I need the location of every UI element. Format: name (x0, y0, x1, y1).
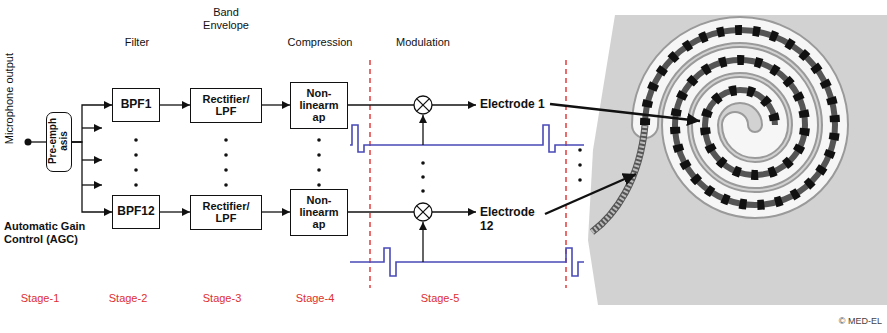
ellipsis-dots (317, 138, 321, 142)
signal-wire (432, 104, 476, 105)
ellipsis-dots (134, 138, 138, 142)
signal-wire (348, 211, 414, 212)
channel-branch (82, 159, 102, 160)
box-text: Non- linearm ap (294, 194, 344, 231)
pulse-train (350, 248, 584, 276)
input-wire (28, 141, 46, 142)
ellipsis-dots (134, 153, 138, 157)
stage-label: Stage-5 (410, 292, 470, 305)
bone-ground (588, 15, 887, 305)
ellipsis-dots (578, 148, 582, 152)
signal-wire (348, 104, 414, 105)
signal-arrow (262, 104, 290, 105)
signal-wire (432, 211, 476, 212)
multiplier-symbol (414, 96, 432, 221)
channel-branch (82, 184, 102, 185)
filter-box: BPF12 (112, 195, 160, 229)
multiplier-symbol (414, 203, 432, 221)
signal-wire (348, 105, 476, 212)
compression-box: Non- linearm ap (290, 189, 348, 236)
signal-arrow (160, 104, 190, 105)
filter-box: BPF1 (112, 88, 160, 122)
multiplier-symbol (417, 206, 430, 219)
ellipsis-dots (317, 153, 321, 157)
column-heading: Filter (107, 36, 167, 49)
box-text: BPF1 (121, 98, 152, 111)
stage-label: Stage-3 (192, 292, 252, 305)
signal-arrow (262, 211, 290, 212)
ellipsis-dots (317, 183, 321, 187)
stage-label: Stage-2 (98, 292, 158, 305)
stage-separator (370, 60, 566, 288)
leader-arrow (545, 104, 700, 214)
ellipsis-dots (224, 168, 228, 172)
signal-arrow (160, 211, 190, 212)
pre-emphasis-box: Pre-emph asis (46, 112, 72, 172)
leader-arrow (550, 104, 700, 121)
column-heading: Compression (275, 36, 365, 49)
box-text: Rectifier/ LPF (194, 200, 258, 225)
box-text: Pre-emph asis (47, 116, 69, 166)
column-heading: Modulation (378, 36, 468, 49)
stage-separator (369, 60, 370, 288)
ellipsis-dots (421, 189, 425, 193)
ellipsis-dots (224, 153, 228, 157)
ellipsis-dots (317, 168, 321, 172)
box-text: BPF12 (117, 205, 154, 218)
carrier-input (422, 115, 423, 262)
electrode-lead (592, 125, 645, 232)
ellipsis-dots (224, 138, 228, 142)
carrier-input (422, 115, 423, 145)
pulse-train (350, 125, 584, 276)
signal-label: Microphone output (3, 43, 16, 153)
ellipsis-dots (578, 178, 582, 182)
copyright-note: © MED-EL (816, 316, 882, 327)
ellipsis-dots (134, 168, 138, 172)
leader-arrow (545, 174, 636, 214)
ellipsis-dots (421, 161, 425, 165)
electrode-label: Electrode 12 (480, 205, 542, 234)
channel-branch (82, 128, 102, 185)
multiplier-symbol (417, 99, 430, 112)
multiplier-symbol (417, 99, 430, 112)
multiplier-symbol (417, 206, 430, 219)
carrier-input (422, 222, 423, 262)
signal-arrow (72, 142, 112, 212)
pulse-train (350, 125, 584, 152)
block-label: Automatic Gain Control (AGC) (4, 220, 114, 246)
column-heading: Band Envelope (196, 6, 256, 32)
channel-branch (82, 127, 102, 128)
ellipsis-dots (134, 183, 138, 187)
envelope-box: Rectifier/ LPF (190, 195, 262, 230)
signal-arrow (72, 105, 112, 142)
cochlea-illustration (588, 15, 887, 305)
envelope-box: Rectifier/ LPF (190, 88, 262, 123)
compression-box: Non- linearm ap (290, 82, 348, 129)
ellipsis-dots (224, 183, 228, 187)
electrode-lead-braid (592, 125, 645, 232)
multiplier-symbol (414, 96, 432, 114)
electrode-label: Electrode 1 (480, 97, 550, 111)
ellipsis-dots (421, 175, 425, 179)
box-text: Rectifier/ LPF (194, 93, 258, 118)
ellipsis-dots (578, 163, 582, 167)
box-text: Non- linearm ap (294, 87, 344, 124)
stage-label: Stage-4 (285, 292, 345, 305)
stage-label: Stage-1 (10, 292, 70, 305)
